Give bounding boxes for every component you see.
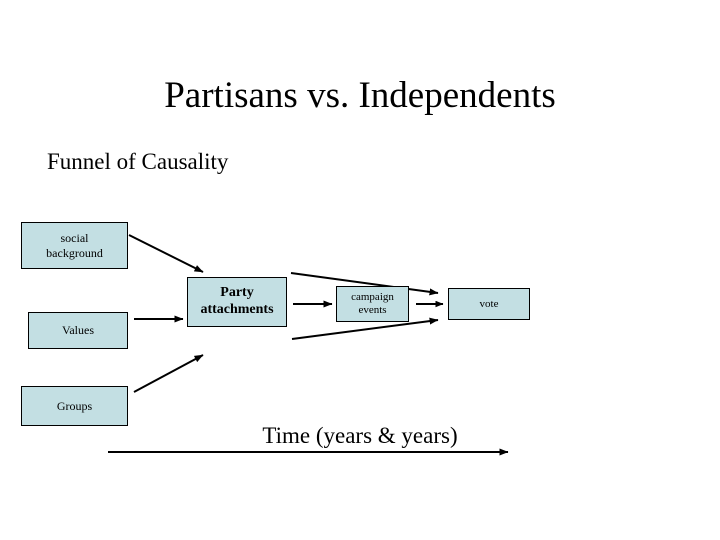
diagram-subtitle: Funnel of Causality — [47, 149, 229, 174]
node-vote[interactable]: vote — [448, 288, 530, 320]
node-values[interactable]: Values — [28, 312, 128, 349]
page-title: Partisans vs. Independents — [164, 75, 556, 116]
node-groups[interactable]: Groups — [21, 386, 128, 426]
node-groups-label: Groups — [56, 398, 93, 413]
time-axis-label: Time (years & years) — [262, 423, 458, 448]
connector-funnel-lower — [291, 317, 439, 340]
connector-groups-to-party — [133, 354, 204, 393]
node-values-label: Values — [62, 323, 94, 338]
connector-social-to-party — [128, 234, 204, 273]
node-vote-label: vote — [479, 297, 499, 310]
